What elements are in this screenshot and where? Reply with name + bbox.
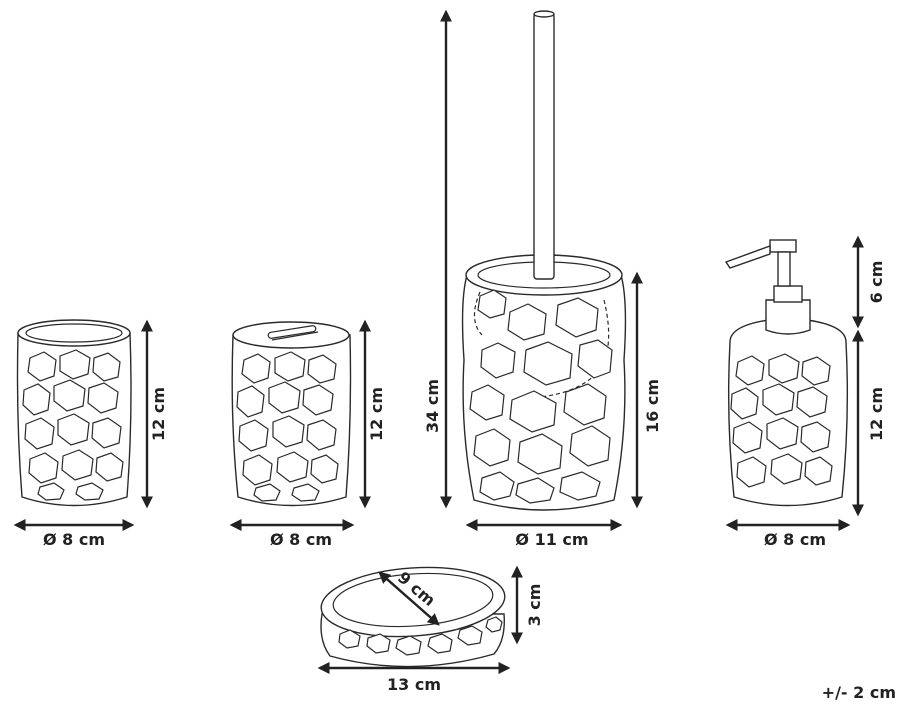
brush-holder-height-label: 16 cm (643, 379, 662, 433)
toilet-brush-set (461, 10, 627, 511)
tumbler-cup (16, 319, 132, 507)
brush-handle (533, 12, 555, 280)
dispenser-pump-height-label: 6 cm (867, 261, 886, 304)
cup-diameter-label: Ø 8 cm (43, 530, 105, 549)
brush-total-height-label: 34 cm (423, 379, 442, 433)
soap-dish-width-label: 13 cm (387, 675, 441, 694)
holder-height-label: 12 cm (367, 387, 386, 441)
soap-dish-height-label: 3 cm (525, 584, 544, 627)
holder-diameter-label: Ø 8 cm (270, 530, 332, 549)
cup-height-label: 12 cm (149, 387, 168, 441)
soap-dish-depth-arrow (378, 571, 440, 626)
dispenser-diameter-label: Ø 8 cm (764, 530, 826, 549)
brush-holder-diameter-label: Ø 11 cm (515, 530, 588, 549)
toothbrush-holder (231, 321, 352, 507)
tolerance-note: +/- 2 cm (822, 683, 896, 702)
dispenser-height-label: 12 cm (867, 387, 886, 441)
soap-dispenser (724, 239, 849, 507)
